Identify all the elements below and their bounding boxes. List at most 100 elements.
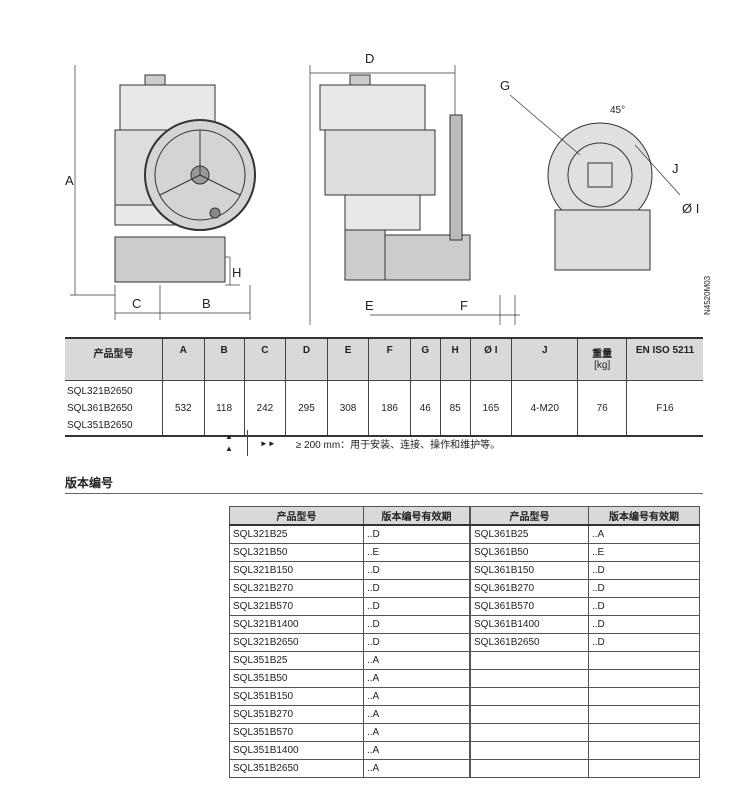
weight-label: 重量	[592, 349, 613, 360]
dimensions-table: 产品型号 A B C D E F G H Ø I J 重量[kg] EN ISO…	[65, 337, 703, 437]
model-cell: SQL321B570	[229, 597, 364, 616]
model-cell: SQL351B2650	[229, 759, 364, 778]
model-cell: SQL361B570	[469, 597, 589, 616]
value-h: 85	[439, 380, 471, 436]
value-c: 242	[243, 380, 286, 436]
version-cell: ..E	[363, 543, 471, 562]
label-D: D	[365, 51, 374, 66]
version-cell	[588, 759, 700, 778]
model-cell	[469, 741, 589, 760]
model-cell	[469, 687, 589, 706]
version-cell: ..D	[588, 615, 700, 634]
version-cell: ..A	[363, 759, 471, 778]
version-cell	[588, 669, 700, 688]
value-weight: 76	[577, 380, 627, 436]
model-cell: SQL321B150	[229, 561, 364, 580]
version-cell: ..D	[363, 615, 471, 634]
version-cell: ..A	[363, 651, 471, 670]
label-J: J	[672, 161, 679, 176]
model-cell	[469, 705, 589, 724]
section-divider	[65, 493, 703, 494]
version-cell: ..A	[363, 669, 471, 688]
model-cell	[469, 723, 589, 742]
version-cell	[588, 723, 700, 742]
side-view	[319, 74, 471, 281]
version-cell: ..D	[363, 524, 471, 544]
col-version: 版本编号有效期	[363, 506, 471, 526]
label-A: A	[65, 173, 74, 188]
value-g: 46	[409, 380, 441, 436]
section-title: 版本编号	[65, 476, 114, 490]
version-cell: ..D	[363, 633, 471, 652]
version-cell: ..D	[588, 561, 700, 580]
value-j: 4-M20	[511, 380, 578, 436]
divider	[246, 430, 248, 456]
version-cell: ..D	[363, 579, 471, 598]
arrow-up-icons: ▲▲	[225, 432, 233, 453]
label-F: F	[460, 298, 468, 313]
value-d: 295	[285, 380, 328, 436]
col-i: Ø I	[469, 338, 512, 381]
version-cell: ..A	[363, 741, 471, 760]
value-e: 308	[326, 380, 369, 436]
model-cell: SQL361B150	[469, 561, 589, 580]
value-b: 118	[203, 380, 245, 436]
value-f: 186	[368, 380, 411, 436]
front-view	[114, 74, 256, 283]
version-cell: ..E	[588, 543, 700, 562]
version-cell: ..A	[363, 723, 471, 742]
col-b: B	[203, 338, 245, 381]
version-cell	[588, 705, 700, 724]
model-cell: SQL361B25	[469, 524, 589, 544]
table-row: SQL351B270..A	[229, 705, 700, 724]
model-cell: SQL321B25	[229, 524, 364, 544]
table-row: SQL351B150..A	[229, 687, 700, 706]
arrow-right-icons: ►►	[259, 438, 276, 448]
model-cell: SQL351B150	[229, 687, 364, 706]
model-cell	[469, 759, 589, 778]
value-iso: F16	[626, 380, 703, 436]
table-row: SQL351B1400..A	[229, 741, 700, 760]
version-cell: ..D	[588, 633, 700, 652]
label-H: H	[232, 265, 241, 280]
col-iso: EN ISO 5211	[626, 338, 703, 381]
table-row: SQL351B50..A	[229, 669, 700, 688]
model-cell: SQL321B2650	[229, 633, 364, 652]
note-text: ≥ 200 mm：用于安装、连接、操作和维护等。	[295, 439, 501, 451]
version-cell: ..D	[588, 597, 700, 616]
col-j: J	[511, 338, 578, 381]
col-model: 产品型号	[469, 506, 589, 526]
col-weight: 重量[kg]	[577, 338, 627, 381]
model-cell: SQL361B1400	[469, 615, 589, 634]
table-row: SQL351B2650..A	[229, 759, 700, 778]
table-row: SQL351B25..A	[229, 651, 700, 670]
clearance-note: ▲▲ ►► ≥ 200 mm：用于安装、连接、操作和维护等。	[225, 430, 500, 456]
col-d: D	[285, 338, 328, 381]
top-view	[509, 94, 681, 271]
model-cell: SQL351B270	[229, 705, 364, 724]
version-cell: ..D	[363, 597, 471, 616]
version-cell	[588, 651, 700, 670]
version-cell: ..D	[363, 561, 471, 580]
value-i: 165	[469, 380, 512, 436]
value-a: 532	[162, 380, 205, 436]
model-cell: SQL321B50	[229, 543, 364, 562]
version-cell: ..A	[363, 687, 471, 706]
col-model: 产品型号	[229, 506, 364, 526]
col-f: F	[368, 338, 411, 381]
actuator-dimension-drawing: A C B H D E F G 45° J Ø I N4520M03	[65, 51, 712, 325]
col-c: C	[243, 338, 286, 381]
model-cell: SQL351B570	[229, 723, 364, 742]
version-cell: ..D	[588, 579, 700, 598]
model-cell	[469, 651, 589, 670]
weight-unit: [kg]	[594, 360, 611, 371]
col-g: G	[409, 338, 441, 381]
model-cell: SQL321B270	[229, 579, 364, 598]
